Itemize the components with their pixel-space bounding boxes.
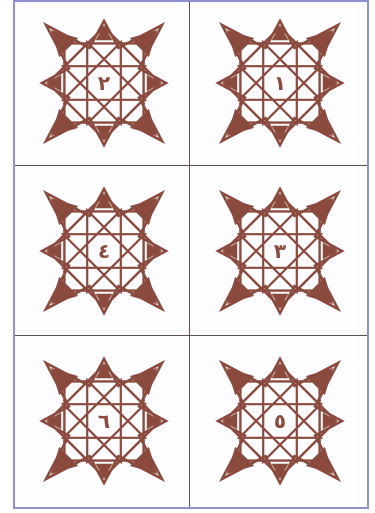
star-figure: ٦	[19, 340, 189, 503]
star-number: ٤	[98, 239, 110, 263]
vertical-divider	[189, 2, 190, 507]
star-tile-6: ٦	[19, 340, 189, 503]
star-number: ٢	[98, 71, 110, 95]
star-number: ٦	[98, 409, 110, 433]
star-figure: ٥	[195, 340, 365, 503]
star-tile-1: ١	[195, 2, 365, 165]
star-figure: ٤	[19, 170, 189, 333]
star-tile-4: ٤	[19, 170, 189, 333]
star-tile-2: ٢	[19, 2, 189, 165]
star-number: ١	[274, 71, 286, 95]
star-figure: ٢	[19, 2, 189, 165]
star-figure: ١	[195, 2, 365, 165]
horizontal-divider-top	[15, 165, 367, 166]
horizontal-divider-bottom	[15, 335, 367, 336]
star-number: ٣	[274, 239, 286, 263]
star-figure: ٣	[195, 170, 365, 333]
star-number: ٥	[274, 409, 286, 433]
star-tile-5: ٥	[195, 340, 365, 503]
star-tile-3: ٣	[195, 170, 365, 333]
puzzle-sheet: ٢ ١ ٤ ٣ ٦ ٥	[13, 0, 369, 509]
